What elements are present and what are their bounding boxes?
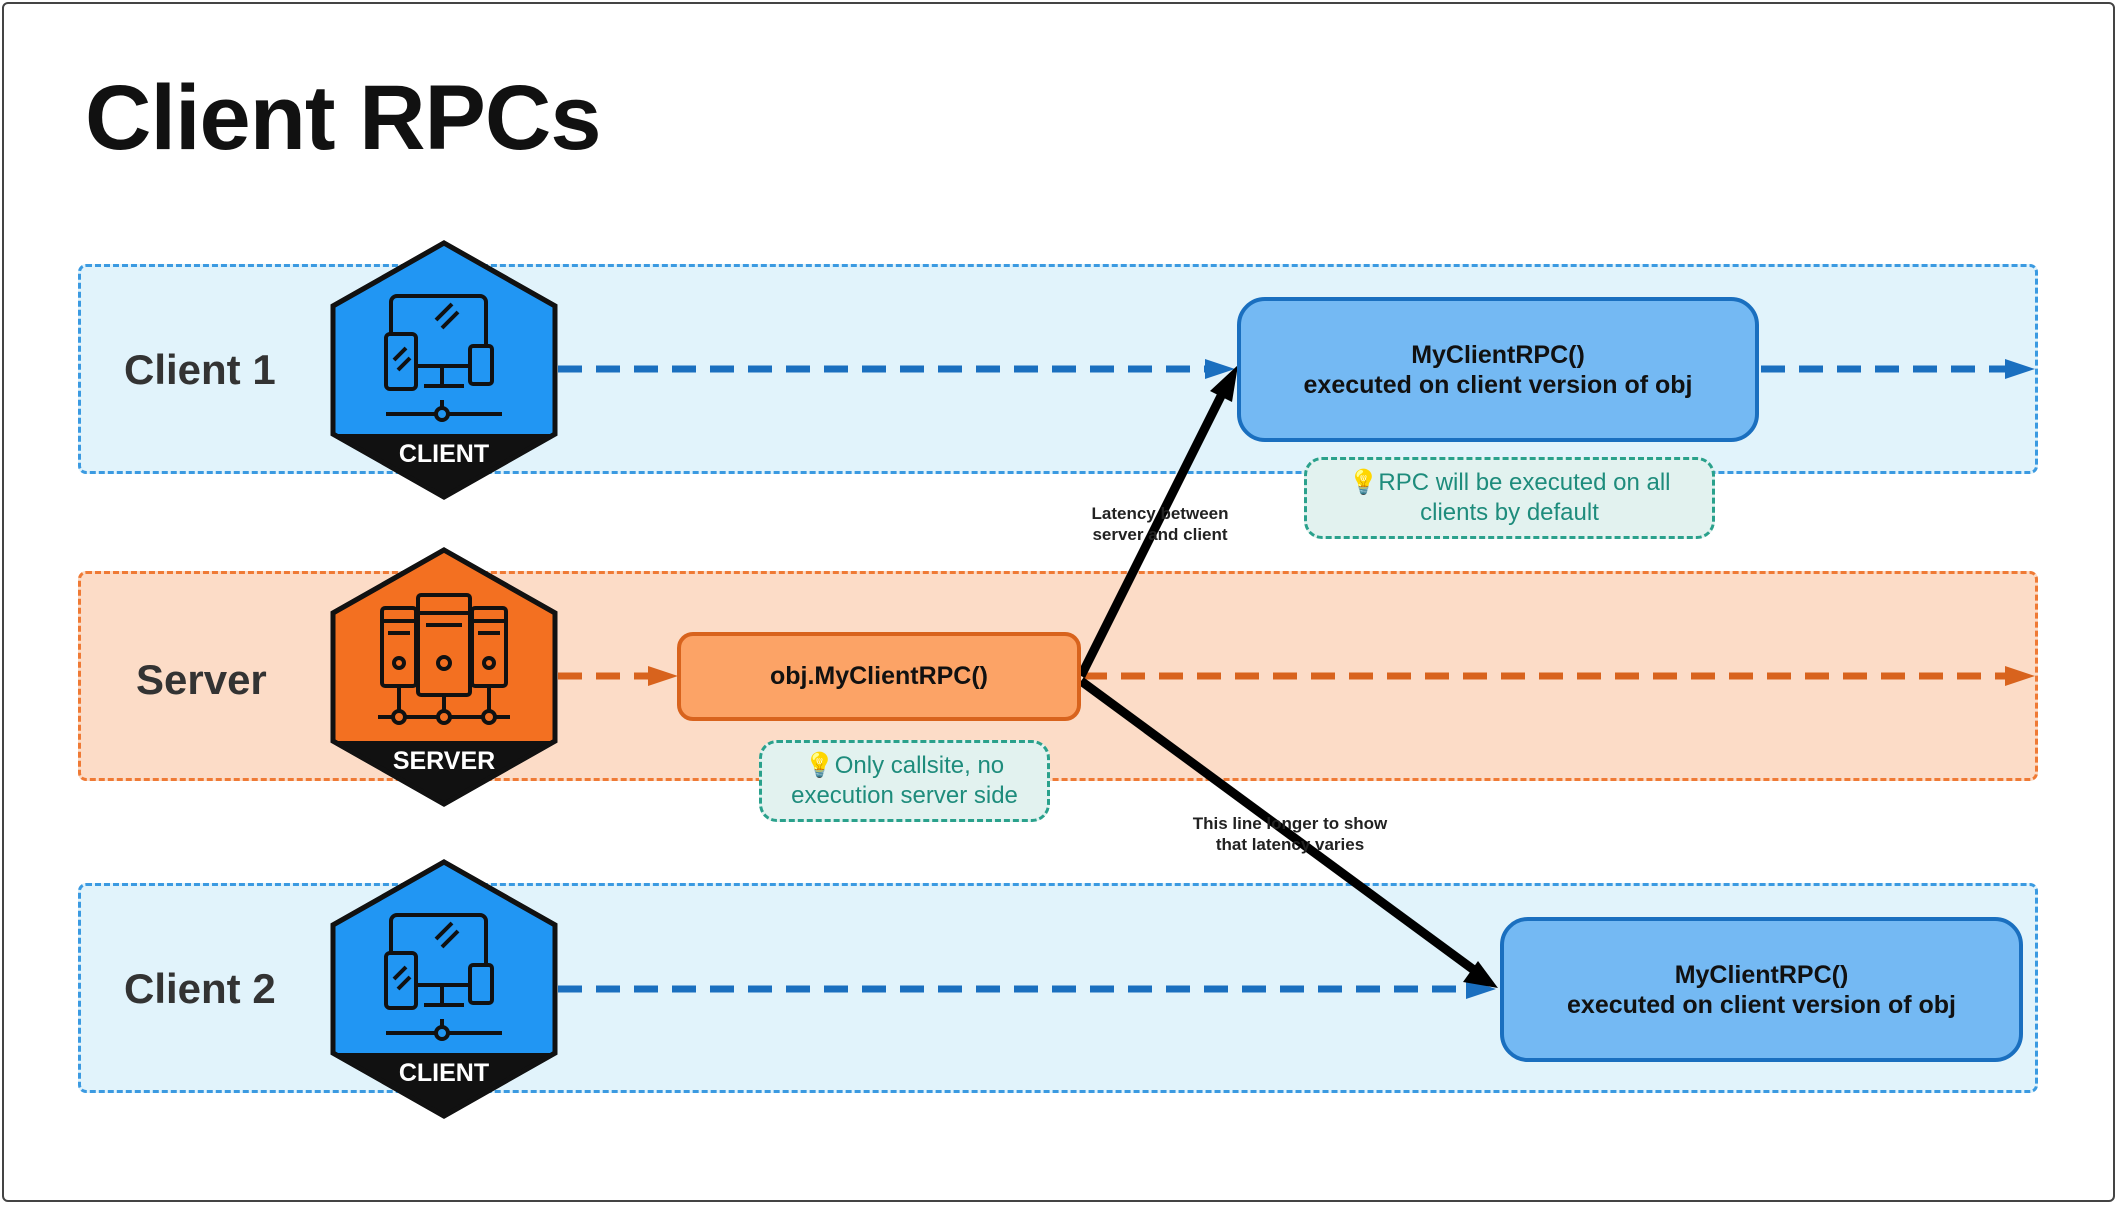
client-1-rpc-subtitle: executed on client version of obj bbox=[1303, 370, 1693, 399]
latency-varies-caption-line-2: that latency varies bbox=[1215, 835, 1365, 854]
latency-caption: Latency between server and client bbox=[1060, 503, 1260, 545]
client-2-hex-icon: CLIENT bbox=[330, 859, 558, 1119]
server-hex-label: SERVER bbox=[393, 747, 495, 775]
client-2-rpc-subtitle: executed on client version of obj bbox=[1567, 990, 1956, 1019]
latency-varies-caption: This line longer to show that latency va… bbox=[1160, 813, 1420, 855]
lane-label-client-1: Client 1 bbox=[124, 346, 276, 393]
server-flow-arrow bbox=[558, 666, 678, 686]
server-rack-icon bbox=[378, 593, 510, 725]
client-2-hex-label: CLIENT bbox=[399, 1059, 489, 1087]
client-2-rpc-box: MyClientRPC() executed on client version… bbox=[1500, 917, 2023, 1062]
latency-arrow-to-client-2 bbox=[1078, 677, 1498, 988]
client-note-line-1: RPC will be executed on all bbox=[1378, 469, 1671, 496]
server-continue-arrow bbox=[1083, 666, 2035, 686]
lightbulb-icon: 💡 bbox=[804, 752, 835, 779]
client-2-rpc-title: MyClientRPC() bbox=[1674, 960, 1849, 989]
client-1-continue-arrow bbox=[1761, 359, 2035, 379]
client-1-rpc-title: MyClientRPC() bbox=[1411, 340, 1585, 369]
client-1-flow-arrow bbox=[558, 359, 1235, 379]
server-call-label: obj.MyClientRPC() bbox=[769, 662, 989, 690]
server-hex-icon: SERVER bbox=[330, 547, 558, 807]
latency-caption-line-2: server and client bbox=[1092, 525, 1228, 544]
server-note-line-2: execution server side bbox=[791, 782, 1018, 809]
lightbulb-icon: 💡 bbox=[1348, 469, 1379, 496]
page-title: Client RPCs bbox=[85, 67, 602, 169]
server-note-line-1: Only callsite, no bbox=[834, 752, 1005, 779]
server-call-box: obj.MyClientRPC() bbox=[677, 632, 1081, 721]
latency-caption-line-1: Latency between bbox=[1091, 504, 1229, 523]
client-device-icon bbox=[384, 294, 502, 422]
client-note: 💡RPC will be executed on all clients by … bbox=[1304, 457, 1715, 539]
client-1-rpc-box: MyClientRPC() executed on client version… bbox=[1237, 297, 1759, 442]
client-1-hex-icon: CLIENT bbox=[330, 240, 558, 500]
server-note: 💡Only callsite, no execution server side bbox=[759, 740, 1050, 822]
lane-label-server: Server bbox=[136, 656, 267, 703]
latency-arrow-to-client-1 bbox=[1076, 365, 1238, 679]
latency-varies-caption-line-1: This line longer to show bbox=[1192, 814, 1388, 833]
client-device-icon bbox=[384, 913, 502, 1041]
client-note-line-2: clients by default bbox=[1420, 499, 1599, 526]
client-1-hex-label: CLIENT bbox=[399, 440, 489, 468]
client-2-flow-arrow bbox=[558, 979, 1496, 999]
lane-label-client-2: Client 2 bbox=[124, 965, 276, 1012]
